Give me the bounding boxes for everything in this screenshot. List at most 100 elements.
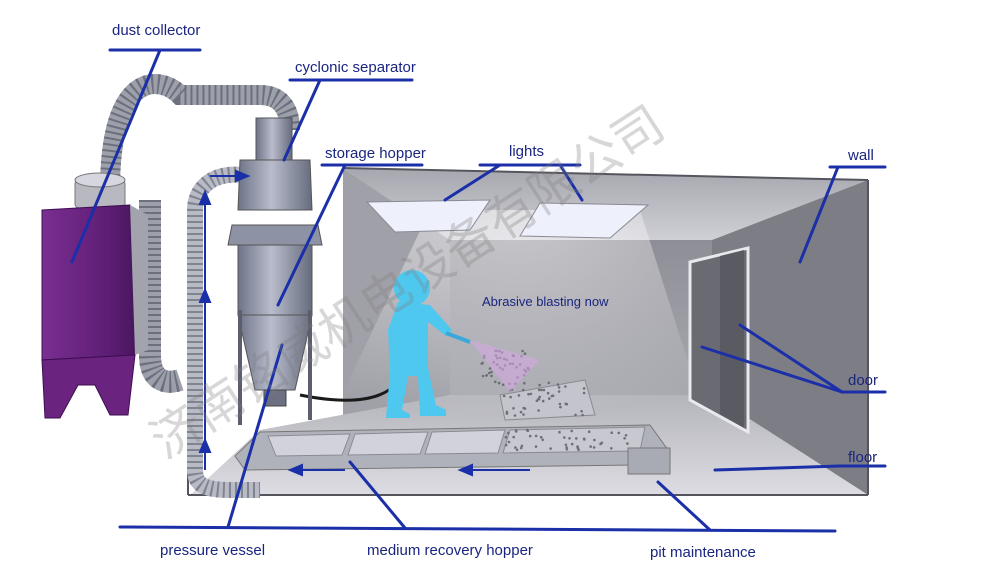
medium-recovery-hopper [234,379,671,475]
cyclonic-separator [237,117,313,211]
blast-room [187,167,869,496]
shot-particle [563,436,566,439]
leader-lines [70,48,887,533]
storage-hopper-leader [276,163,347,307]
shot-particle [522,413,525,416]
shot-particle [547,381,551,385]
pit-maintenance-label: pit maintenance [650,544,756,561]
blast-nozzle [445,331,471,344]
storage-hopper-label: storage hopper [325,145,426,162]
shot-particle [593,438,596,442]
wall [712,180,868,495]
shot-particle [600,441,604,445]
shot-particle [502,394,506,398]
shot-particle [564,443,568,447]
shot-particle [559,405,562,409]
shot-particle [587,430,591,434]
shot-particle [522,406,526,410]
shot-particle [623,437,626,440]
lights-leader-right [558,163,584,202]
wall-label: wall [847,147,874,164]
lift-arrow-head-up-3 [198,437,212,453]
pressure-vessel-cone [237,314,313,391]
shot-particle [582,391,586,395]
shot-particle [480,362,484,365]
shot-particle [505,412,509,415]
lights-leader-left [443,163,502,202]
shot-particle [537,388,541,392]
labels: dust collector cyclonic separator storag… [112,22,878,561]
shot-particle [583,438,586,441]
shot-particle [564,402,568,406]
shot-particle [565,448,569,451]
bottom-arrow-head-2 [287,463,303,477]
shot-particle [485,374,489,377]
shot-particle [481,374,485,378]
elevator-duct-ribs [187,166,260,498]
shot-particle [504,443,508,447]
wall-leader [798,165,840,264]
shot-particle [497,381,501,385]
top-arrow-head [235,169,251,183]
dust-collector [41,172,148,419]
pressure-vessel-outlet [263,389,287,407]
shot-particle [507,440,511,444]
shot-particle [556,383,560,386]
shot-particle [514,446,517,449]
shot-particle [557,386,561,389]
bottom-arrow-head-1 [457,463,473,477]
shot-particle [577,448,580,452]
shot-particle [488,367,492,370]
dust-collector-side [130,205,148,355]
pressure-vessel [237,310,313,425]
shot-particle [535,399,539,403]
cyclone-body [237,159,313,211]
shot-particle [534,445,538,448]
shot-particle [570,429,573,433]
operator-body [386,302,452,418]
shot-particle [529,392,533,396]
ceiling-light-left [365,199,491,233]
dust-collector-leader [70,48,162,264]
shot-particle [581,413,584,417]
shot-particle [527,392,530,396]
shot-particle [575,437,578,440]
door-leader-1 [700,345,844,394]
shot-particle [574,413,577,417]
grate-segment-4 [502,426,646,454]
medium-recovery-hopper-leader [348,460,407,530]
shot-particle [546,391,550,395]
pressure-vessel-label: pressure vessel [160,542,265,559]
pit-maintenance-leader [656,480,712,532]
door [688,246,750,435]
shot-particle [507,431,510,435]
shot-particle [504,435,508,439]
door-label: door [848,372,878,389]
door-panel [720,250,744,428]
shot-particle [617,431,621,435]
lights-label: lights [509,143,544,160]
flex-duct [100,74,300,200]
shot-particle [610,447,613,450]
shot-particle [540,388,543,392]
shot-particle [626,442,629,445]
shot-particle [549,447,552,450]
shot-particle [610,431,613,435]
hopper-top-flange [227,224,323,246]
dust-collector-hopper-legs [41,354,136,419]
shot-particle [541,438,544,442]
shot-particle [564,385,567,388]
dust-collector-body [41,204,136,361]
shot-particle [568,437,571,440]
floor-label: floor [848,449,877,466]
cyclonic-separator-label: cyclonic separator [295,59,416,76]
shot-particle [537,397,540,401]
shot-particle [515,448,519,452]
shot-particle [624,434,628,437]
medium-recovery-hopper-label: medium recovery hopper [367,542,533,559]
shot-particle [582,387,586,390]
shot-particle [589,445,592,448]
shot-particle [558,430,561,434]
shot-particle [570,442,574,446]
